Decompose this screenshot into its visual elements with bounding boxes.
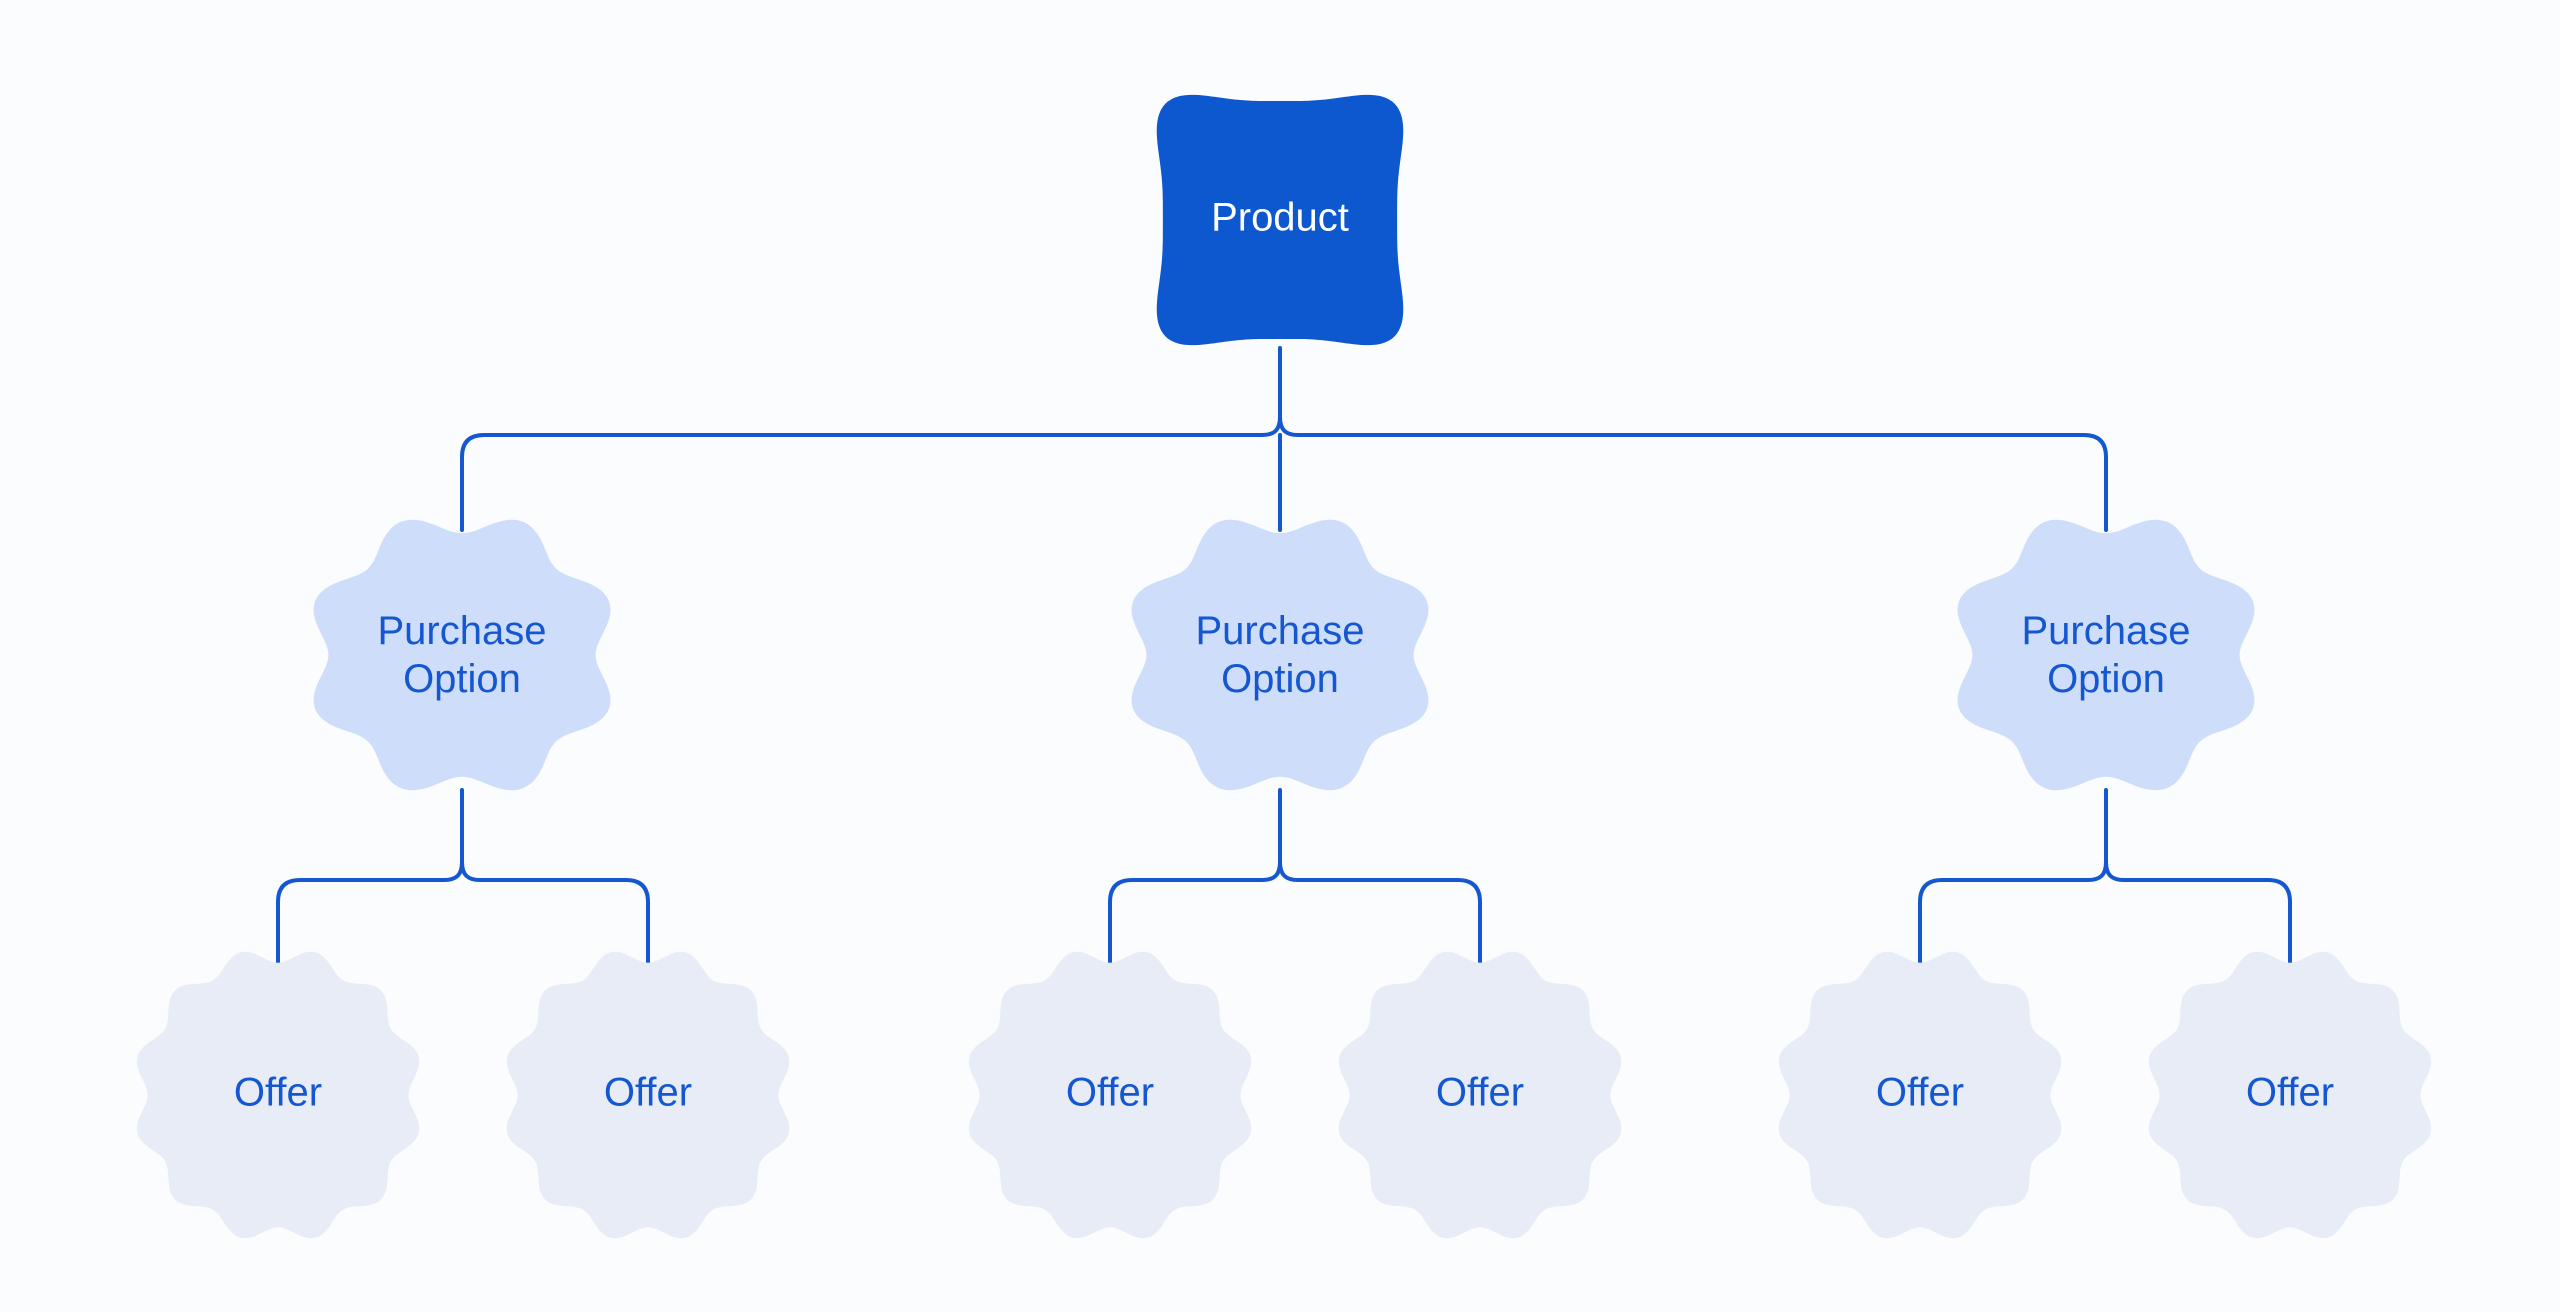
product-node-group: Product	[1156, 94, 1404, 346]
offer-node[interactable]: Offer	[1778, 951, 2062, 1239]
offer-node[interactable]: Offer	[136, 951, 420, 1239]
offer-node[interactable]: Offer	[968, 951, 1252, 1239]
purchase-option-node-shape[interactable]	[1957, 519, 2255, 791]
connector-layer	[276, 346, 2292, 970]
connector-purchase-option-3-to-offers	[1918, 788, 2292, 970]
connector-product-to-purchase-options	[460, 346, 2108, 532]
offer-node[interactable]: Offer	[506, 951, 790, 1239]
product-node-shape[interactable]	[1156, 94, 1404, 346]
offer-node-shape[interactable]	[1778, 951, 2062, 1239]
connector-purchase-option-1-to-offers	[276, 788, 650, 970]
offer-node[interactable]: Offer	[1338, 951, 1622, 1239]
offer-node-shape[interactable]	[506, 951, 790, 1239]
offer-node-group: Offer Offer Offer Offer Offer Offer	[136, 951, 2432, 1239]
offer-node[interactable]: Offer	[2148, 951, 2432, 1239]
connector-purchase-option-2-to-offers	[1108, 788, 1482, 970]
offer-node-shape[interactable]	[1338, 951, 1622, 1239]
purchase-option-node-shape[interactable]	[313, 519, 611, 791]
purchase-option-node-shape[interactable]	[1131, 519, 1429, 791]
offer-node-shape[interactable]	[136, 951, 420, 1239]
offer-node-shape[interactable]	[2148, 951, 2432, 1239]
offer-node-shape[interactable]	[968, 951, 1252, 1239]
